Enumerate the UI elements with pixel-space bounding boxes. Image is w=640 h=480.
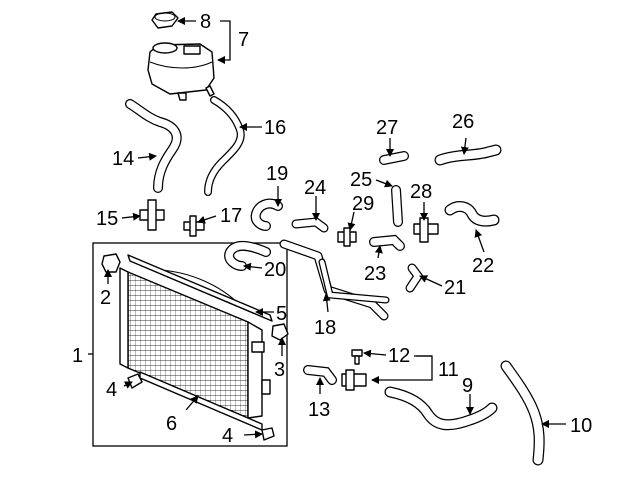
hose-21 <box>405 263 424 293</box>
hose-27 <box>379 151 409 165</box>
coolant-reservoir <box>147 42 215 101</box>
bolt-12 <box>351 349 363 365</box>
callout-1: 1 <box>72 345 83 367</box>
radiator-group-box <box>92 242 288 447</box>
callout-16: 16 <box>264 117 286 139</box>
leader-lines <box>88 17 566 439</box>
callout-17: 17 <box>220 205 242 227</box>
hose-13 <box>303 365 337 385</box>
callout-15: 15 <box>96 208 118 230</box>
callout-14: 14 <box>112 148 134 170</box>
callout-10: 10 <box>570 415 592 437</box>
hose-20 <box>224 241 271 271</box>
callout-18: 18 <box>314 317 336 339</box>
callout-6: 6 <box>166 413 177 435</box>
hose-24 <box>291 217 329 233</box>
callout-8: 8 <box>200 11 211 33</box>
callout-7: 7 <box>238 29 249 51</box>
callout-22: 22 <box>472 255 494 277</box>
reservoir-cap <box>151 11 179 29</box>
hose-9 <box>384 386 498 431</box>
callout-3: 3 <box>274 359 285 381</box>
hose-16 <box>204 96 245 196</box>
connector-15 <box>139 199 165 231</box>
radiator-core <box>119 267 271 420</box>
upper-mount-bracket <box>127 254 273 322</box>
callout-23: 23 <box>364 263 386 285</box>
callout-13: 13 <box>308 399 330 421</box>
mount-insulator-bottom <box>261 427 275 441</box>
callout-labels: 8 7 14 16 15 17 19 20 24 29 25 27 26 28 … <box>72 11 592 447</box>
callout-9: 9 <box>462 375 473 397</box>
callout-27: 27 <box>376 117 398 139</box>
hose-14 <box>125 99 182 193</box>
callout-24: 24 <box>304 177 326 199</box>
callout-2: 2 <box>100 287 111 309</box>
connector-28 <box>413 217 439 243</box>
callout-5: 5 <box>276 303 287 325</box>
callout-21: 21 <box>444 277 466 299</box>
connector-11 <box>341 369 367 391</box>
callout-19: 19 <box>266 163 288 185</box>
hose-23 <box>369 234 405 251</box>
hose-10 <box>500 360 545 466</box>
side-bracket <box>271 323 289 341</box>
hose-26 <box>434 144 502 166</box>
callout-4-upper: 4 <box>106 379 117 401</box>
connector-29 <box>337 227 357 247</box>
callout-11: 11 <box>438 359 459 381</box>
hose-25 <box>391 185 403 227</box>
hose-22 <box>444 201 500 227</box>
radiator-bracket <box>101 253 121 273</box>
callout-29: 29 <box>352 193 374 215</box>
connector-17 <box>183 215 205 237</box>
callout-28: 28 <box>410 181 432 203</box>
callout-20: 20 <box>264 259 286 281</box>
callout-12: 12 <box>388 345 410 367</box>
callout-25: 25 <box>350 169 372 191</box>
callout-4-lower: 4 <box>222 425 233 447</box>
callout-26: 26 <box>452 111 474 133</box>
hose-19 <box>250 198 283 231</box>
